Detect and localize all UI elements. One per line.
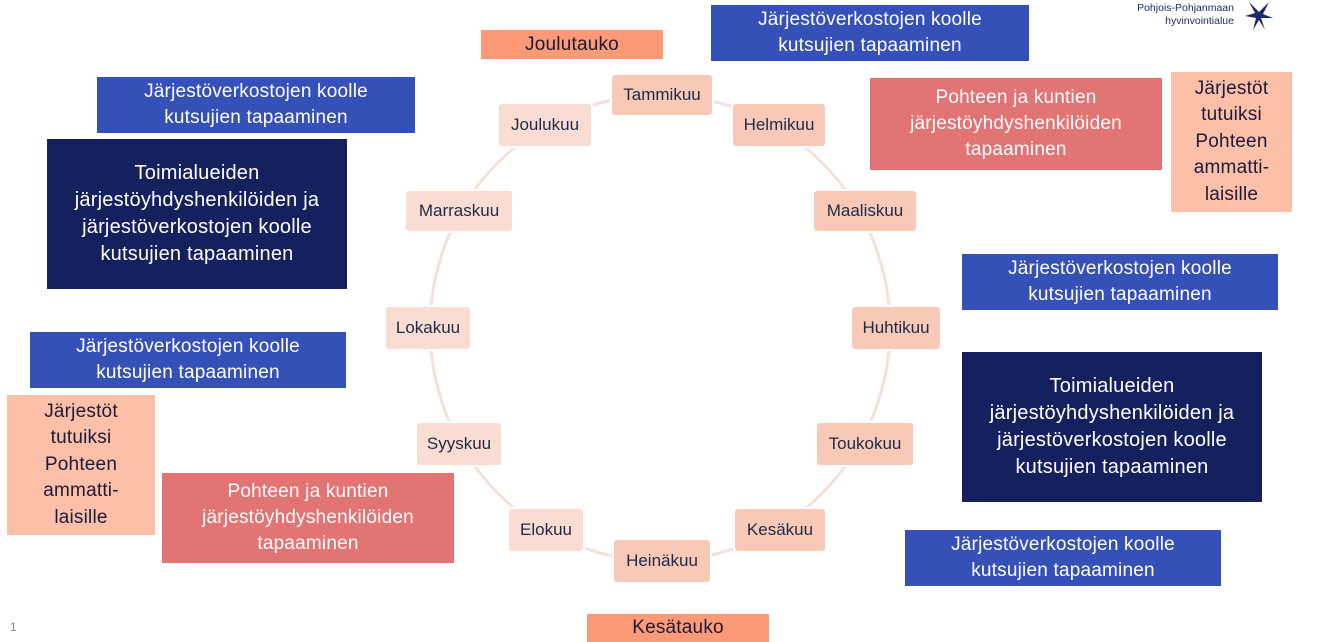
note-line: järjestöyhdyshenkilöiden ja [989, 402, 1235, 424]
note-line: Järjestöverkostojen koolle [758, 9, 982, 30]
note-line: Pohteen [44, 453, 118, 475]
page-number: 1 [10, 620, 17, 634]
month-lokakuu: Lokakuu [384, 305, 472, 351]
note-line: Järjestöverkostojen koolle [1008, 258, 1232, 279]
logo-line-1: Pohjois-Pohjanmaan [1137, 2, 1234, 14]
note-line: tapaaminen [257, 533, 359, 554]
note-line: Toimialueiden [1049, 375, 1175, 397]
note-line: järjestöverkostojen koolle [82, 216, 312, 238]
note-line: Järjestöt [44, 400, 118, 422]
note-line: laisille [54, 506, 108, 528]
note-line: kutsujien tapaaminen [100, 243, 294, 265]
note-blue-bottom: Järjestöverkostojen koolle kutsujien tap… [905, 530, 1221, 586]
note-line: kutsujien tapaaminen [971, 560, 1155, 581]
logo-text: Pohjois-Pohjanmaan hyvinvointialue [1100, 2, 1234, 28]
note-top-center: Järjestöverkostojen koolle kutsujien tap… [711, 5, 1029, 61]
note-red-right: Pohteen ja kuntien järjestöyhdyshenkilöi… [870, 78, 1162, 170]
note-line: kutsujien tapaaminen [1015, 456, 1209, 478]
month-tammikuu: Tammikuu [610, 73, 714, 117]
note-line: tutuiksi [50, 427, 112, 449]
note-line: Pohteen ja kuntien [227, 481, 389, 502]
note-line: tapaaminen [965, 139, 1067, 160]
note-line: järjestöyhdyshenkilöiden ja [74, 189, 320, 211]
note-peach-right: Järjestöt tutuiksi Pohteen ammatti- lais… [1171, 72, 1292, 212]
note-navy-left: Toimialueiden järjestöyhdyshenkilöiden j… [47, 139, 347, 289]
note-line: Järjestöverkostojen koolle [951, 534, 1175, 555]
note-blue-right: Järjestöverkostojen koolle kutsujien tap… [962, 254, 1278, 310]
note-blue-left: Järjestöverkostojen koolle kutsujien tap… [30, 332, 346, 388]
note-line: Järjestöt [1194, 77, 1269, 99]
month-huhtikuu: Huhtikuu [850, 305, 942, 351]
month-joulukuu: Joulukuu [497, 102, 593, 148]
month-elokuu: Elokuu [507, 507, 585, 553]
note-top-left: Järjestöverkostojen koolle kutsujien tap… [97, 77, 415, 133]
note-red-left: Pohteen ja kuntien järjestöyhdyshenkilöi… [162, 473, 454, 563]
month-maaliskuu: Maaliskuu [812, 189, 918, 233]
month-kesakuu: Kesäkuu [733, 507, 827, 553]
note-line: Pohteen [1195, 130, 1268, 152]
note-line: laisille [1204, 183, 1259, 205]
summer-break-label: Kesätauko [587, 614, 769, 642]
note-line: kutsujien tapaaminen [778, 35, 962, 56]
note-peach-left: Järjestöt tutuiksi Pohteen ammatti- lais… [7, 395, 155, 535]
note-line: kutsujien tapaaminen [96, 362, 280, 383]
note-line: Järjestöverkostojen koolle [76, 336, 300, 357]
note-line: ammatti- [43, 480, 119, 502]
note-line: järjestöverkostojen koolle [997, 429, 1227, 451]
month-marraskuu: Marraskuu [404, 189, 514, 233]
note-navy-right: Toimialueiden järjestöyhdyshenkilöiden j… [962, 352, 1262, 502]
star-logo-icon [1245, 2, 1273, 30]
note-line: Järjestöverkostojen koolle [144, 81, 368, 102]
winter-break-label: Joulutauko [481, 30, 663, 59]
note-line: ammatti- [1193, 157, 1270, 179]
month-heinakuu: Heinäkuu [612, 538, 712, 584]
note-line: järjestöyhdyshenkilöiden [910, 113, 1122, 134]
note-line: Pohteen ja kuntien [935, 87, 1097, 108]
month-helmikuu: Helmikuu [731, 102, 827, 148]
month-toukokuu: Toukokuu [815, 421, 915, 467]
logo-line-2: hyvinvointialue [1165, 15, 1234, 27]
note-line: kutsujien tapaaminen [1028, 284, 1212, 305]
note-line: järjestöyhdyshenkilöiden [202, 507, 414, 528]
note-line: kutsujien tapaaminen [164, 107, 348, 128]
note-line: tutuiksi [1201, 104, 1262, 126]
note-line: Toimialueiden [134, 162, 260, 184]
month-syyskuu: Syyskuu [415, 421, 503, 467]
